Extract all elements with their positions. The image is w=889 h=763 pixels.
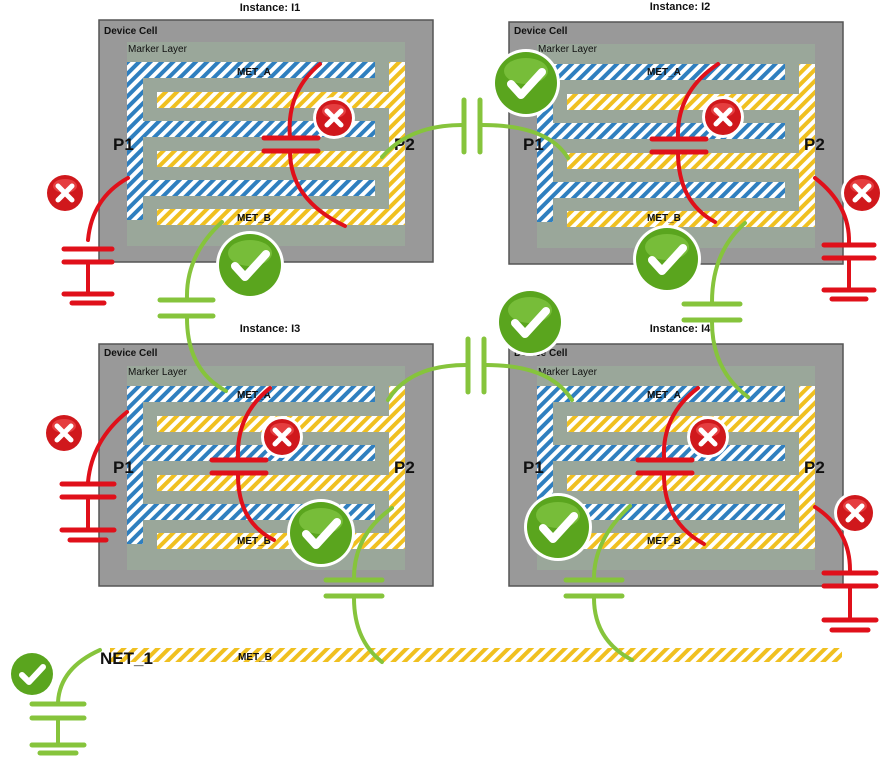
port-p2-label: P2: [394, 458, 415, 477]
marker-layer-label: Marker Layer: [538, 367, 598, 378]
met-a-finger: [127, 386, 375, 402]
port-p1-label: P1: [523, 458, 544, 477]
met-b-spine: [799, 386, 815, 549]
met-a-finger: [127, 180, 375, 196]
capacitor-i3-p2-to-i4-p1: [386, 336, 574, 402]
met-a-finger: [537, 504, 785, 520]
port-p2-label: P2: [804, 135, 825, 154]
device-cell-label: Device Cell: [104, 348, 158, 359]
error-icon: [841, 172, 883, 214]
capacitor-i1-internal: [261, 62, 347, 228]
error-icon: [687, 416, 729, 458]
capacitor-i4-internal: [635, 386, 706, 546]
met-a-finger: [127, 121, 375, 137]
net-1-label: NET_1: [100, 649, 153, 668]
capacitor-i1-p1-ground: [61, 176, 130, 306]
capacitor-i2-internal: [649, 62, 720, 224]
met-a-spine: [127, 386, 143, 544]
checkmark-icon: [8, 650, 56, 698]
met-b-label: MET_B: [647, 536, 681, 547]
port-p1-label: P1: [113, 135, 134, 154]
instance-i2-label: Instance: I2: [650, 1, 711, 13]
met-b-finger: [567, 211, 815, 227]
marker-layer-label: Marker Layer: [128, 367, 188, 378]
error-icon: [702, 96, 744, 138]
port-p1-label: P1: [113, 458, 134, 477]
met-a-label: MET_A: [237, 67, 271, 78]
capacitor-i2-metb-to-i4-meta: [681, 221, 750, 399]
capacitor-i3-internal: [209, 386, 276, 542]
met-a-finger: [127, 445, 375, 461]
checkmark-icon: [524, 493, 592, 561]
checkmark-icon: [492, 49, 560, 117]
met-b-finger: [157, 92, 405, 108]
met-b-finger: [567, 153, 815, 169]
device-cell-label: Device Cell: [104, 26, 158, 37]
met-b-finger: [567, 533, 815, 549]
met-b-spine: [799, 64, 815, 227]
instance-i3-label: Instance: I3: [240, 323, 301, 335]
met-b-label: MET_B: [237, 213, 271, 224]
marker-layer-label: Marker Layer: [538, 44, 598, 55]
instance-i1-label: Instance: I1: [240, 2, 301, 14]
error-icon: [834, 492, 876, 534]
checkmark-icon: [287, 499, 355, 567]
capacitor-i1-metb-to-i3-meta: [157, 220, 228, 393]
device-cell-label: Device Cell: [514, 26, 568, 37]
net-met-b-label: MET_B: [238, 652, 272, 663]
met-b-label: MET_B: [647, 213, 681, 224]
met-a-label: MET_A: [237, 390, 271, 401]
error-icon: [261, 416, 303, 458]
met-a-finger: [537, 64, 785, 80]
met-b-finger: [567, 475, 815, 491]
checkmark-icon: [633, 225, 701, 293]
port-p2-label: P2: [804, 458, 825, 477]
met-b-finger: [567, 416, 815, 432]
met-a-label: MET_A: [647, 390, 681, 401]
capacitor-net1-ground: [29, 648, 102, 756]
checkmark-icon: [496, 288, 564, 356]
error-icon: [43, 412, 85, 454]
met-b-finger: [157, 151, 405, 167]
error-icon: [313, 97, 355, 139]
met-b-finger: [157, 209, 405, 225]
device-cell-i2: Device Cell Marker Layer MET_A MET_B P1 …: [508, 21, 844, 265]
port-p1-label: P1: [523, 135, 544, 154]
met-b-label: MET_B: [237, 536, 271, 547]
met-b-finger: [567, 94, 815, 110]
met-a-spine: [127, 62, 143, 220]
capacitor-i1-p2-to-i2-p1: [380, 97, 570, 160]
device-cell-i3: Device Cell Marker Layer MET_A MET_B P1 …: [98, 343, 434, 587]
device-cell-i1: Device Cell Marker Layer MET_A MET_B P1 …: [98, 19, 434, 263]
capacitor-i2-p2-ground: [813, 176, 877, 302]
checkmark-icon: [216, 231, 284, 299]
met-a-finger: [537, 386, 785, 402]
met-b-finger: [157, 475, 405, 491]
met-a-label: MET_A: [647, 67, 681, 78]
capacitor-i4-metb-to-net1: [563, 504, 634, 662]
instance-i4-label: Instance: I4: [650, 323, 711, 335]
marker-layer-label: Marker Layer: [128, 44, 188, 55]
met-a-finger: [537, 182, 785, 198]
capacitor-i4-p2-ground: [813, 505, 879, 633]
net-1-wire: [110, 648, 842, 662]
device-cell-i4: Device Cell Marker Layer MET_A MET_B P1 …: [508, 343, 844, 587]
met-a-finger: [127, 62, 375, 78]
capacitor-i3-p1-ground: [59, 410, 129, 543]
error-icon: [44, 172, 86, 214]
capacitor-i3-metb-to-net1: [323, 506, 394, 664]
